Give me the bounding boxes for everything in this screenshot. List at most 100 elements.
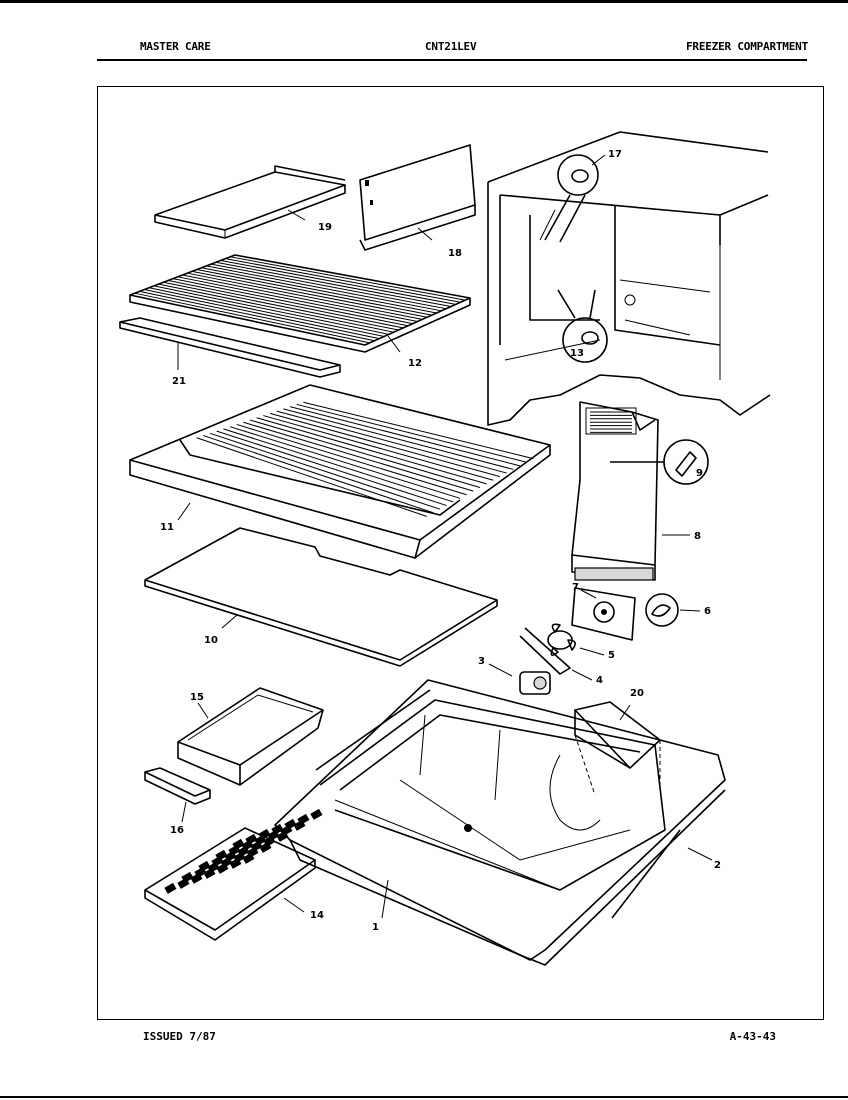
drawing-stroke — [168, 279, 404, 329]
drawing-stroke — [196, 269, 432, 316]
part-5-fan-blade — [547, 623, 576, 656]
drawing-stroke — [203, 435, 434, 514]
part-11-shelf-frame — [129, 384, 551, 559]
drawing-stroke — [191, 270, 428, 318]
drawing-stroke — [243, 421, 474, 492]
callout-19: 19 — [318, 222, 332, 233]
drawing-stroke — [296, 403, 527, 463]
callout-20: 20 — [630, 688, 644, 699]
part-21-trim-strip — [119, 317, 341, 378]
ice-cube-cell — [164, 882, 177, 894]
drawing-stroke — [263, 415, 494, 481]
drawing-stroke — [223, 428, 454, 503]
drawing-stroke — [153, 285, 389, 335]
header-section: FREEZER COMPARTMENT — [685, 40, 808, 53]
top-edge-rule — [0, 0, 848, 3]
drawing-stroke — [177, 276, 413, 325]
drawing-stroke — [158, 283, 394, 333]
part-7-fan-bracket — [571, 587, 636, 641]
drawing-stroke — [215, 261, 452, 308]
callout-16: 16 — [170, 825, 184, 836]
callout-10: 10 — [204, 635, 218, 646]
callout-14: 14 — [310, 910, 324, 921]
ice-cube-cell — [259, 841, 272, 853]
ice-cube-cell — [177, 877, 190, 889]
part-4-motor-mount — [519, 627, 571, 675]
ice-cube-cell — [276, 830, 289, 842]
header-model: CNT21LEV — [425, 40, 477, 53]
drawing-stroke — [283, 408, 514, 470]
callout-3: 3 — [478, 656, 485, 667]
drawing-stroke — [209, 432, 441, 510]
drawing-stroke — [225, 258, 461, 303]
callout-1: 1 — [372, 922, 379, 933]
drawing-stroke — [144, 289, 380, 340]
callout-13: 13 — [570, 348, 584, 359]
part-14-ice-tray — [144, 808, 323, 941]
callout-7: 7 — [572, 582, 579, 593]
ice-cube-cell — [242, 852, 255, 864]
callout-12: 12 — [408, 358, 422, 369]
footer-page-code: A-43-43 — [729, 1030, 776, 1043]
drawing-stroke — [229, 426, 461, 499]
callout-2: 2 — [714, 860, 721, 871]
part-9-detail — [610, 439, 709, 485]
footer-issued: ISSUED 7/87 — [143, 1030, 216, 1043]
drawing-stroke — [148, 287, 385, 337]
drawing-stroke — [206, 265, 442, 312]
part-18-retainer — [359, 144, 476, 251]
callout-6: 6 — [704, 606, 711, 617]
drawing-stroke — [182, 274, 418, 322]
bottom-edge-rule — [0, 1096, 848, 1098]
ice-cube-cell — [229, 857, 242, 869]
callout-18: 18 — [448, 248, 462, 259]
ice-cube-cell — [203, 867, 216, 879]
part-6-detail — [645, 593, 679, 627]
leader-lines — [177, 154, 713, 919]
header-brand: MASTER CARE — [140, 40, 211, 53]
drawing-stroke — [187, 272, 423, 320]
part-10-cover-panel — [144, 527, 498, 667]
part-16-bracket — [144, 767, 211, 805]
drawing-stroke — [163, 281, 399, 331]
part-3-fan-motor — [519, 671, 551, 695]
callout-8: 8 — [694, 531, 701, 542]
part-19-shelf — [154, 165, 346, 239]
callout-17: 17 — [608, 149, 622, 160]
part-15-ice-bucket — [177, 687, 324, 786]
ice-cube-cell — [190, 872, 203, 884]
diagram-frame — [97, 86, 824, 1020]
drawing-stroke — [201, 267, 437, 314]
drawing-stroke — [134, 292, 370, 344]
callout-11: 11 — [160, 522, 174, 533]
part-17-detail — [544, 154, 599, 243]
freezer-cabinet-liner — [487, 131, 771, 426]
part-2-side-rail — [315, 689, 681, 919]
part-12-wire-shelf — [129, 254, 471, 353]
drawing-stroke — [269, 412, 501, 478]
ice-cube-cell — [293, 819, 306, 831]
drawing-stroke — [172, 278, 409, 327]
drawing-stroke — [256, 417, 487, 485]
part-13-detail — [557, 289, 608, 363]
drawing-stroke — [139, 290, 375, 342]
callout-4: 4 — [596, 675, 603, 686]
drawing-stroke — [211, 263, 447, 310]
drawing-stroke — [289, 406, 521, 467]
part-1-floor-tray — [274, 679, 726, 966]
drawing-stroke — [303, 401, 534, 460]
callout-21: 21 — [172, 376, 186, 387]
drawing-stroke — [196, 437, 427, 517]
drawing-stroke — [276, 410, 507, 474]
ice-cube-cell — [310, 808, 323, 820]
drawing-stroke — [216, 430, 447, 507]
drawing-stroke — [236, 423, 467, 496]
callout-15: 15 — [190, 692, 204, 703]
header-rule — [97, 59, 807, 61]
ice-cube-cell — [216, 862, 229, 874]
drawing-stroke — [230, 256, 466, 301]
drawing-stroke — [220, 259, 456, 305]
part-8-air-duct — [571, 401, 659, 581]
callout-9: 9 — [696, 468, 703, 479]
